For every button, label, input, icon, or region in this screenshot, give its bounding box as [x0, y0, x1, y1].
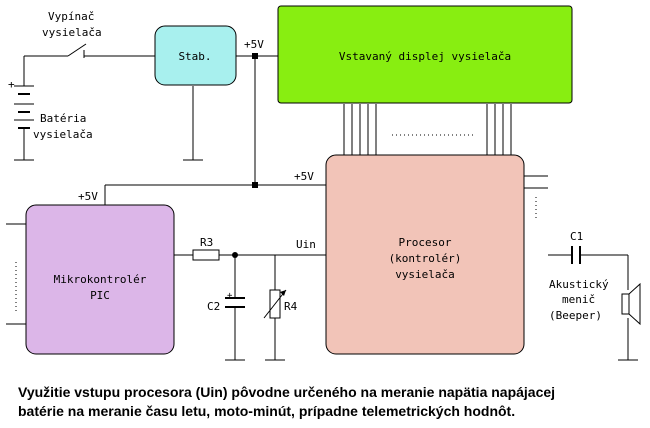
speaker-icon	[621, 282, 641, 326]
junction-dot	[232, 252, 238, 258]
wires	[6, 55, 638, 361]
junctions	[232, 53, 258, 258]
c2-plus: +	[227, 291, 233, 301]
microcontroller-label-1: Mikrokontrolér	[54, 273, 147, 286]
dotted-ellipsis	[15, 134, 537, 312]
battery-label-1: Batéria	[40, 112, 86, 125]
switch-label-1: Vypínač	[48, 10, 94, 23]
capacitor-c2	[225, 297, 245, 308]
caption-line-1: Využitie vstupu procesora (Uin) pôvodne …	[18, 384, 555, 400]
c1-label: C1	[570, 230, 583, 243]
microcontroller-label-2: PIC	[90, 289, 110, 302]
beeper-label-2: menič	[562, 293, 595, 306]
switch-label-2: vysielača	[42, 26, 102, 39]
switch	[67, 43, 87, 58]
beeper-label-1: Akustický	[549, 278, 609, 291]
processor-label-1: Procesor	[399, 236, 452, 249]
r3-label: R3	[200, 236, 213, 249]
junction-dot	[252, 53, 258, 59]
uin-label: Uin	[296, 238, 316, 251]
resistor-r3	[192, 249, 220, 261]
display-box	[277, 5, 573, 104]
voltage-label-mid: +5V	[294, 170, 314, 183]
c2-label: C2	[207, 300, 220, 313]
stabilizer-label: Stab.	[178, 50, 211, 63]
processor-label-3: vysielača	[395, 268, 455, 281]
processor-box	[325, 154, 525, 355]
display-label: Vstavaný displej vysielača	[339, 50, 511, 63]
voltage-label-top: +5V	[244, 38, 264, 51]
battery-symbol	[14, 82, 34, 129]
stabilizer-box	[154, 25, 237, 86]
capacitor-c1	[571, 246, 581, 264]
battery-label-2: vysielača	[33, 128, 93, 141]
r4-variable-arrow	[263, 289, 287, 319]
junction-dot	[252, 182, 258, 188]
processor-label-2: (kontrolér)	[389, 252, 462, 265]
battery-plus: +	[8, 78, 15, 91]
r4-label: R4	[284, 300, 298, 313]
switch-lever	[67, 43, 87, 57]
caption-line-2: batérie na meranie času letu, moto-minút…	[18, 403, 515, 419]
r4-arrow-head	[280, 290, 286, 296]
voltage-label-left: +5V	[78, 190, 98, 203]
microcontroller-box	[25, 204, 175, 355]
beeper-label-3: (Beeper)	[549, 309, 602, 322]
